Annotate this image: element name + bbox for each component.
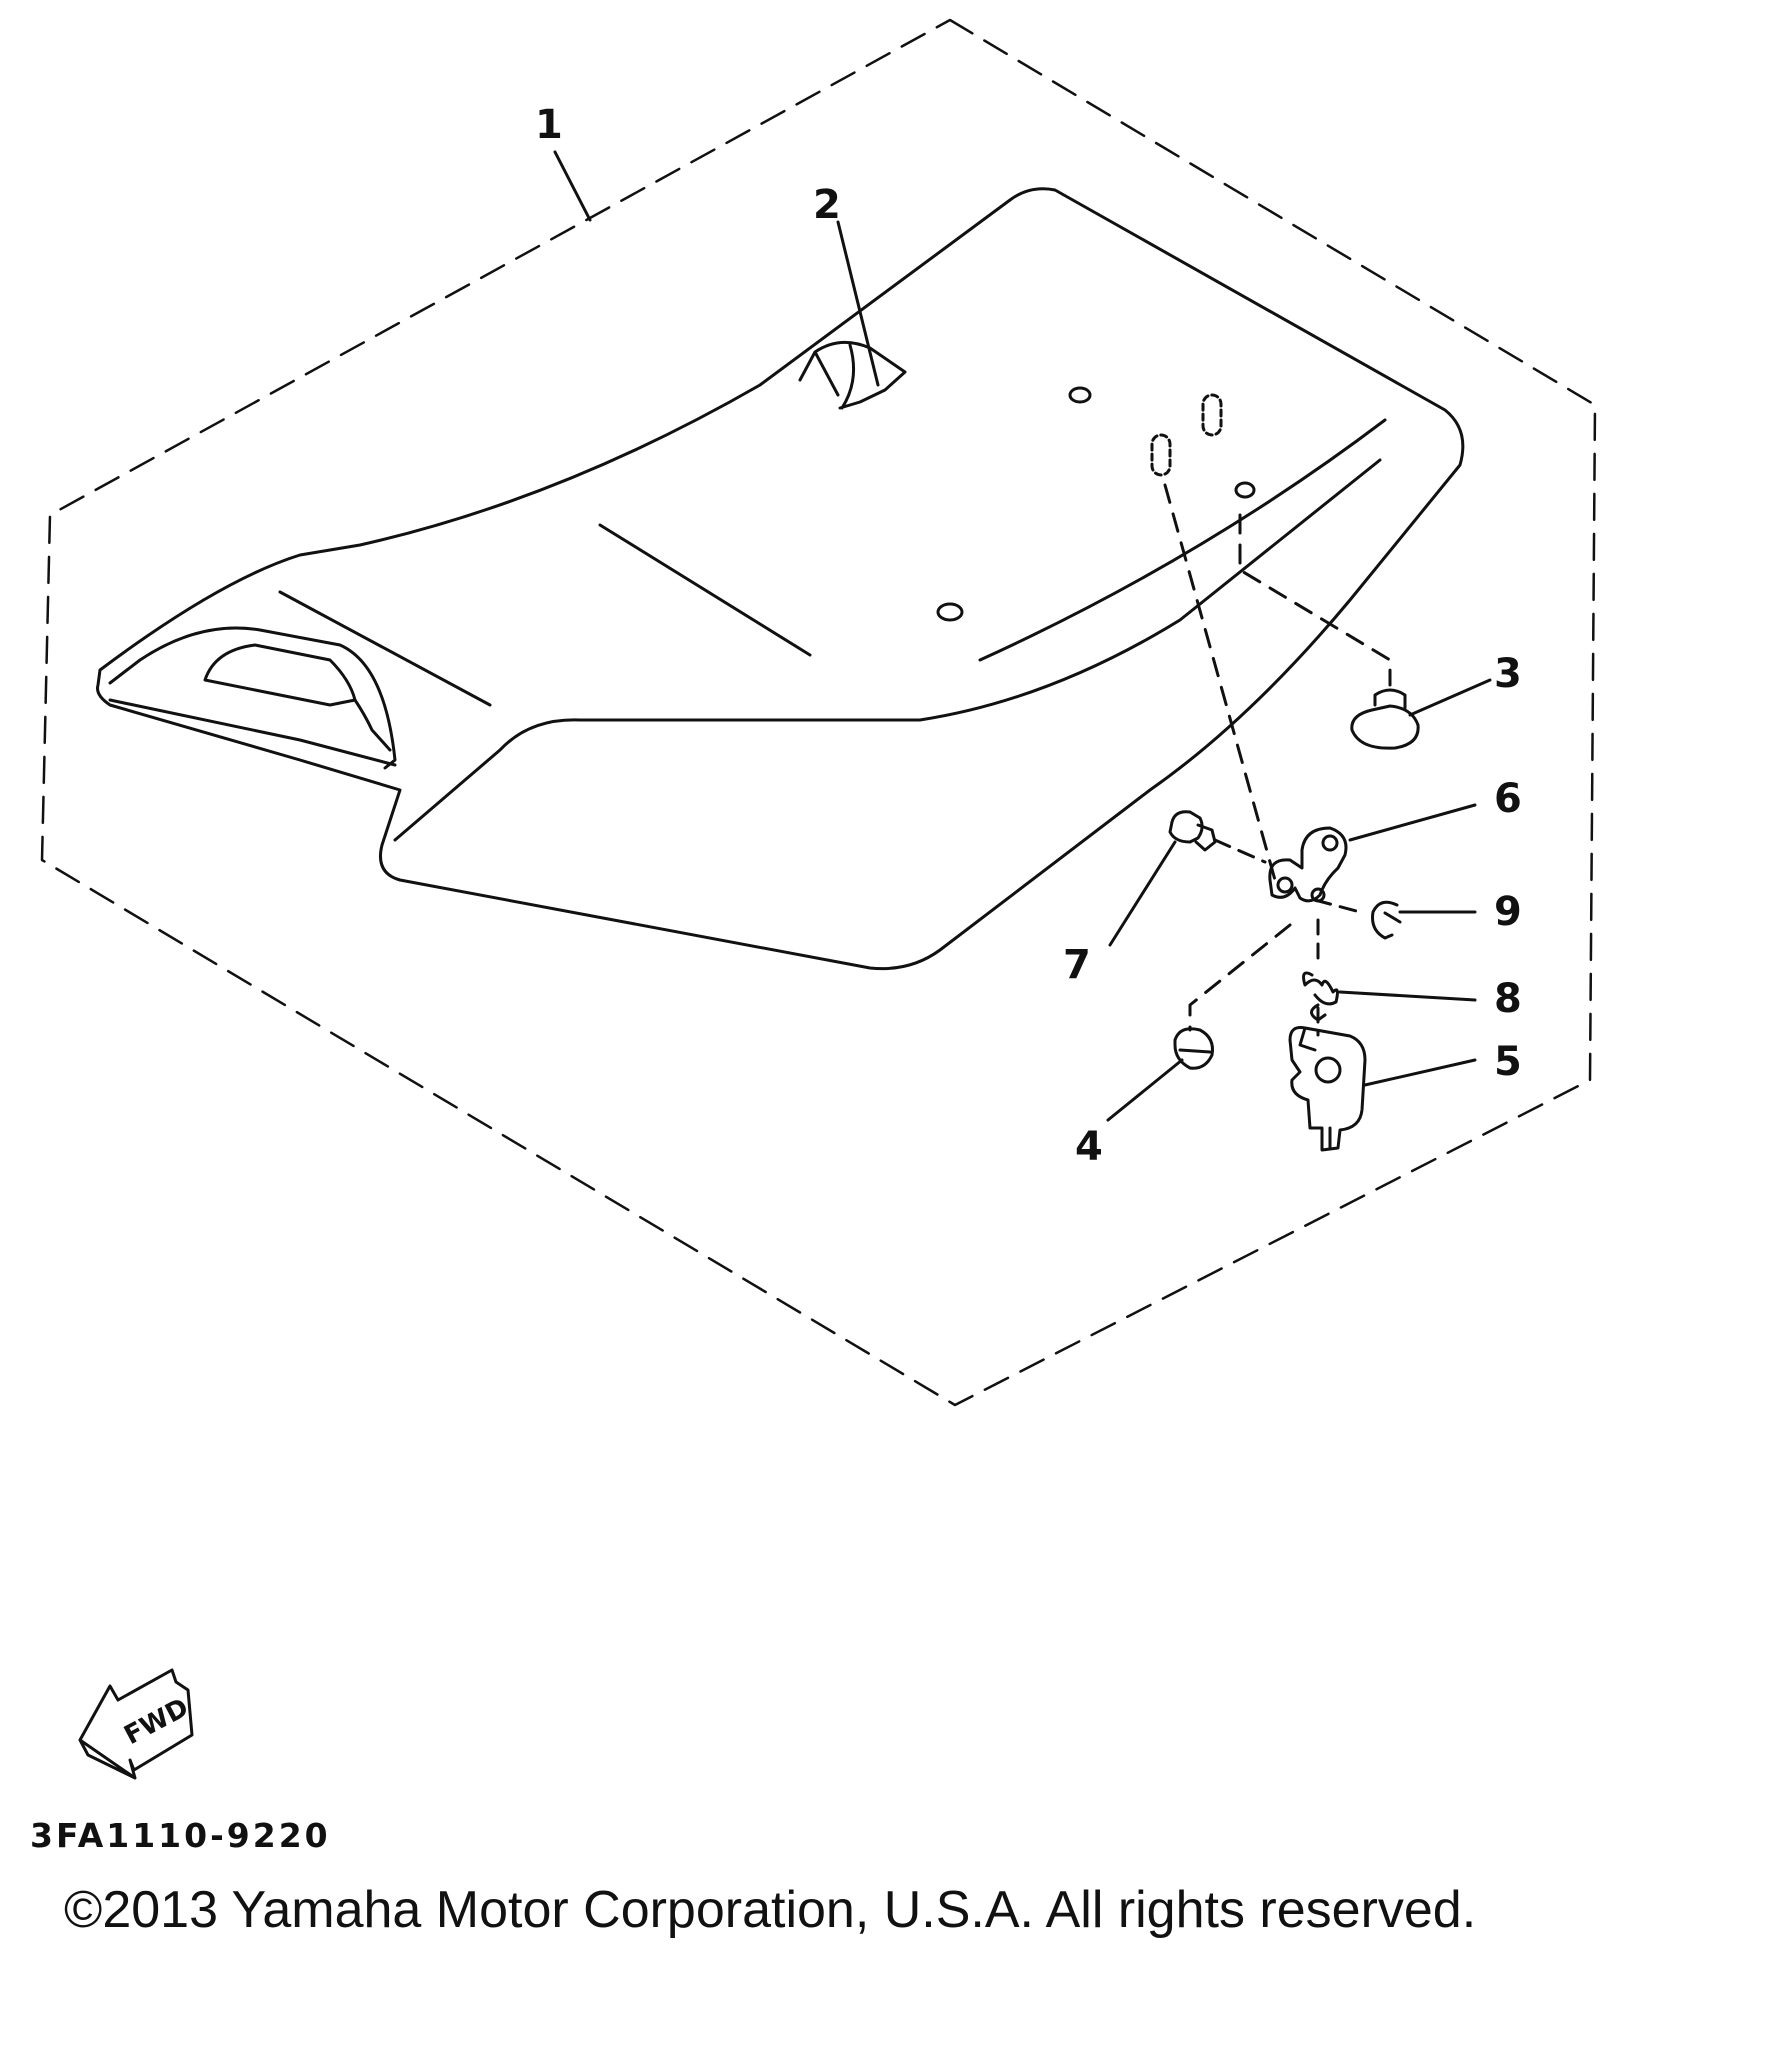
seat-slot — [1201, 393, 1223, 437]
callout-leader — [1408, 678, 1492, 717]
seat-contour-mid — [598, 523, 812, 657]
seat-strap — [798, 340, 907, 410]
lock-hook-hole — [1321, 834, 1339, 852]
lock-bracket-part — [1288, 1026, 1367, 1152]
lock-hook-hole — [1276, 876, 1294, 894]
callout-leader — [1363, 1058, 1477, 1087]
callout-7: 7 — [1063, 942, 1091, 988]
copyright-notice: ©2013 Yamaha Motor Corporation, U.S.A. A… — [64, 1881, 1477, 1939]
callout-1: 1 — [535, 102, 563, 148]
seat-contour-rear — [278, 590, 492, 707]
leader-dashed — [1163, 483, 1277, 882]
callout-leader — [1106, 1058, 1184, 1122]
lock-hook-part — [1268, 826, 1348, 903]
seat-hole — [936, 602, 964, 622]
assembly-boundary — [40, 18, 1597, 1407]
leader-dashed — [1313, 898, 1362, 914]
callout-leader — [1108, 840, 1177, 947]
seat-rear-lip — [108, 698, 397, 767]
callout-leader — [553, 150, 592, 222]
seat-rear-recess — [108, 626, 397, 770]
seat-contour-waist — [978, 418, 1387, 662]
callout-2: 2 — [813, 182, 841, 228]
callout-4: 4 — [1075, 1124, 1103, 1170]
callout-8: 8 — [1494, 976, 1522, 1022]
lock-hook-hole — [1310, 887, 1326, 903]
callout-5: 5 — [1494, 1039, 1522, 1085]
lock-bracket-detail — [1298, 1026, 1332, 1150]
lock-bracket-hole — [1314, 1056, 1342, 1084]
seat-rear-step — [353, 698, 392, 752]
seat-contour-front — [393, 458, 1382, 842]
damper-part — [1350, 688, 1420, 750]
callout-leader — [1338, 990, 1477, 1002]
spring-part — [1302, 971, 1339, 1022]
clip-part — [1371, 900, 1402, 940]
callout-leader — [836, 220, 880, 387]
callout-3: 3 — [1494, 651, 1522, 697]
leader-dashed — [1213, 838, 1267, 864]
seat-hole — [1068, 386, 1092, 404]
screw-part — [1168, 810, 1217, 852]
leader-dashed — [1238, 513, 1392, 687]
callout-6: 6 — [1494, 776, 1522, 822]
leader-dashed — [1188, 923, 1292, 1032]
seat-rear-recess-inner — [203, 643, 357, 707]
seat-outline — [96, 187, 1465, 971]
diagram-part-code: 3FA1110-9220 — [30, 1816, 331, 1855]
fwd-arrow-icon — [78, 1668, 194, 1780]
seat-slot — [1150, 433, 1172, 477]
callout-leader — [1348, 803, 1477, 842]
seat-hole — [1234, 481, 1256, 499]
callout-9: 9 — [1494, 889, 1522, 935]
